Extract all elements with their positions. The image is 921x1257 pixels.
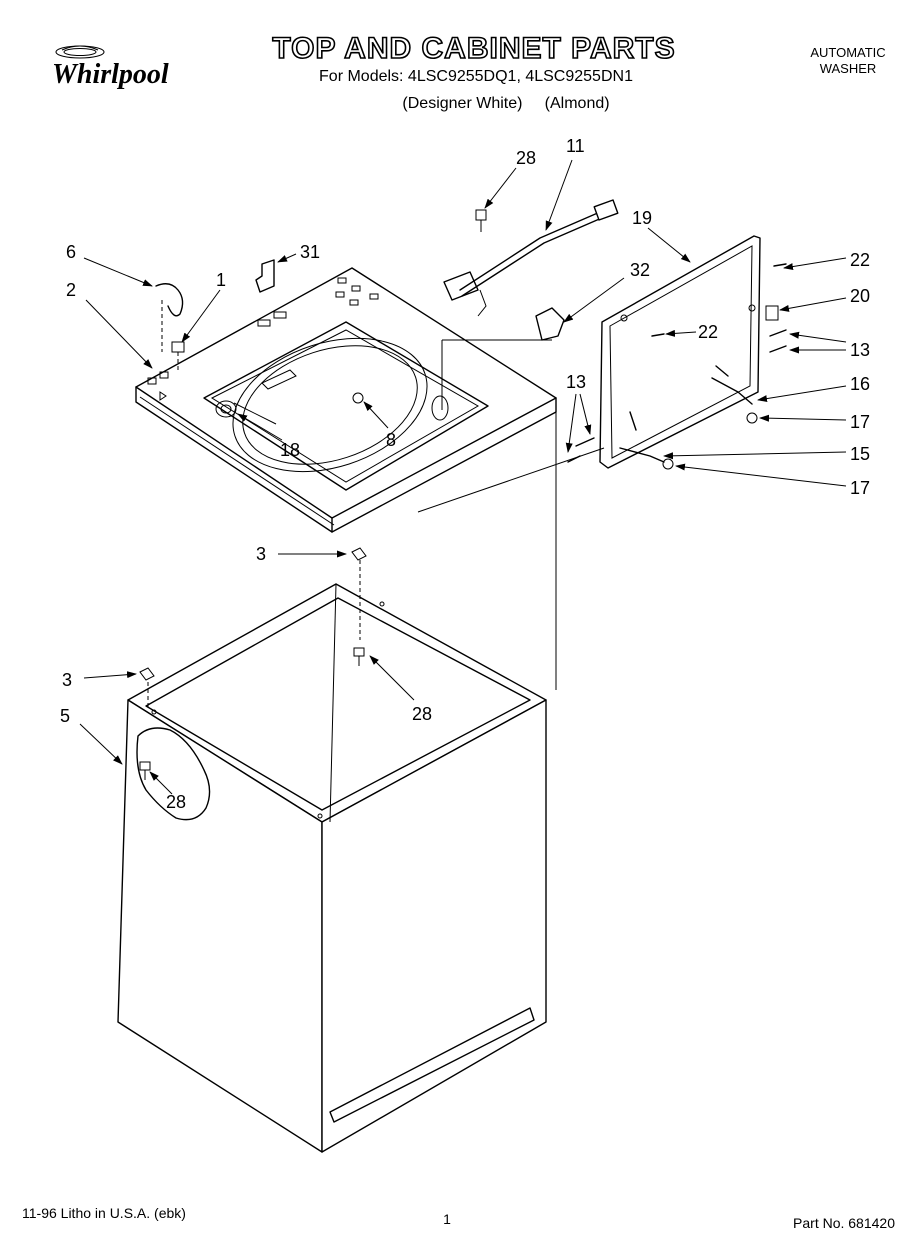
callout-labels: 28 11 19 22 6 31 1 32 20 2 22 13 13 16 8… xyxy=(60,136,870,812)
top-panel xyxy=(135,267,557,533)
callout-3b: 3 xyxy=(62,670,72,690)
page-number: 1 xyxy=(443,1211,451,1227)
callout-15: 15 xyxy=(850,444,870,464)
part-32-hinge xyxy=(535,307,565,341)
variants-line: (Designer White) (Almond) xyxy=(402,95,609,112)
callout-1: 1 xyxy=(216,270,226,290)
callout-22b: 22 xyxy=(698,322,718,342)
print-info: 11-96 Litho in U.S.A. (ebk) xyxy=(22,1205,186,1221)
part-3-clip-back xyxy=(351,547,367,640)
product-type-line1: AUTOMATIC xyxy=(810,45,885,60)
callout-20: 20 xyxy=(850,286,870,306)
leader-arrows xyxy=(79,159,847,795)
part-18-seal xyxy=(215,400,277,425)
brand-name: Whirlpool xyxy=(52,59,169,90)
part-28-screw-cabinet-back xyxy=(353,647,365,666)
callout-22: 22 xyxy=(850,250,870,270)
part-28-screw-top xyxy=(475,209,487,232)
callout-17b: 17 xyxy=(850,478,870,498)
callout-28c: 28 xyxy=(166,792,186,812)
callout-28b: 28 xyxy=(412,704,432,724)
part-19-lid xyxy=(599,235,761,469)
callout-11: 11 xyxy=(566,136,585,156)
callout-19: 19 xyxy=(632,208,652,228)
part-8-screw xyxy=(352,392,364,404)
product-type-line2: WASHER xyxy=(820,61,877,76)
callout-18: 18 xyxy=(280,440,300,460)
part-28-screw-cabinet-front xyxy=(139,761,151,780)
callout-28: 28 xyxy=(516,148,536,168)
part-number: Part No. 681420 xyxy=(793,1215,895,1231)
callout-3: 3 xyxy=(256,544,266,564)
callout-8: 8 xyxy=(386,430,396,450)
part-11-harness xyxy=(443,199,619,317)
callout-2: 2 xyxy=(66,280,76,300)
part-20-catch xyxy=(765,305,779,321)
callout-13b: 13 xyxy=(566,372,586,392)
callout-13: 13 xyxy=(850,340,870,360)
part-5-cabinet xyxy=(117,583,547,1153)
callout-5: 5 xyxy=(60,706,70,726)
part-31-bracket xyxy=(255,259,275,293)
part-1-clip xyxy=(171,341,185,372)
callout-17: 17 xyxy=(850,412,870,432)
part-16-lid-hinge xyxy=(711,365,753,405)
callout-16: 16 xyxy=(850,374,870,394)
callout-32: 32 xyxy=(630,260,650,280)
whirlpool-logo: Whirlpool xyxy=(52,45,169,90)
part-6-clip xyxy=(155,283,184,352)
part-3-clip-front xyxy=(139,667,155,708)
callout-31: 31 xyxy=(300,242,320,262)
models-line: For Models: 4LSC9255DQ1, 4LSC9255DN1 xyxy=(319,68,633,85)
part-15-lid-hinge xyxy=(619,411,665,463)
callout-6: 6 xyxy=(66,242,76,262)
page-title: TOP AND CABINET PARTS xyxy=(272,32,675,65)
